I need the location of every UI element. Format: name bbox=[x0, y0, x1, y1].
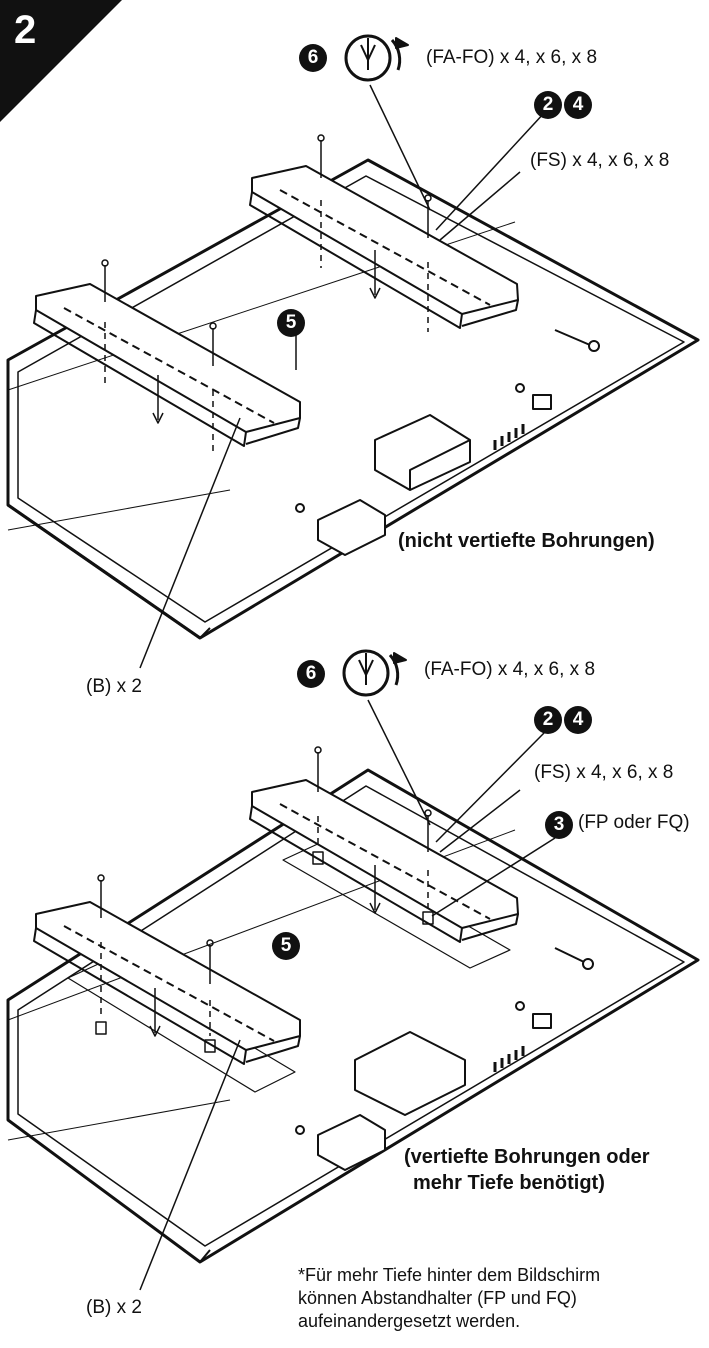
bracket-upper-top bbox=[249, 165, 519, 329]
badge-step-6-bottom: 6 bbox=[297, 660, 325, 688]
tv-back-top bbox=[6, 158, 700, 640]
rotate-screws-label-top: (FA-FO) x 4, x 6, x 8 bbox=[426, 47, 598, 68]
footnote: *Für mehr Tiefe hinter dem Bildschirm kö… bbox=[298, 1264, 698, 1333]
bracket-lower-bottom bbox=[33, 901, 301, 1065]
footnote-line2: können Abstandhalter (FP und FQ) bbox=[298, 1288, 577, 1308]
badge-step-2-top: 2 bbox=[534, 91, 562, 119]
badge-step-3-bottom: 3 bbox=[545, 811, 573, 839]
bracket-lower-top bbox=[33, 283, 301, 447]
bolts-label-top: (B) x 2 bbox=[86, 676, 142, 697]
badge-step-4-top: 4 bbox=[564, 91, 592, 119]
caption-bottom-line1: (vertiefte Bohrungen oder bbox=[404, 1146, 650, 1168]
step-corner-triangle bbox=[0, 0, 122, 122]
badge-step-5-top: 5 bbox=[277, 309, 305, 337]
fs-screws-label-bottom: (FS) x 4, x 6, x 8 bbox=[534, 762, 674, 783]
footnote-line3: aufeinandergesetzt werden. bbox=[298, 1311, 521, 1331]
spacer-label-bottom: (FP oder FQ) bbox=[578, 812, 690, 833]
screws-top bbox=[101, 84, 546, 669]
badge-step-6-top: 6 bbox=[299, 44, 327, 72]
rotate-screws-label-bottom: (FA-FO) x 4, x 6, x 8 bbox=[424, 659, 596, 680]
rotate-icon-bottom bbox=[342, 649, 407, 697]
footnote-line1: *Für mehr Tiefe hinter dem Bildschirm bbox=[298, 1265, 601, 1285]
badge-step-5-bottom: 5 bbox=[272, 932, 300, 960]
rotate-icon-top bbox=[344, 34, 409, 82]
caption-top: (nicht vertiefte Bohrungen) bbox=[398, 530, 655, 552]
step-number: 2 bbox=[14, 8, 37, 52]
caption-bottom-line2: mehr Tiefe benötigt) bbox=[413, 1172, 605, 1194]
screws-bottom bbox=[95, 699, 556, 1291]
bolts-label-bottom: (B) x 2 bbox=[86, 1297, 142, 1318]
badge-step-2-bottom: 2 bbox=[534, 706, 562, 734]
fs-screws-label-top: (FS) x 4, x 6, x 8 bbox=[530, 150, 670, 171]
badge-step-4-bottom: 4 bbox=[564, 706, 592, 734]
